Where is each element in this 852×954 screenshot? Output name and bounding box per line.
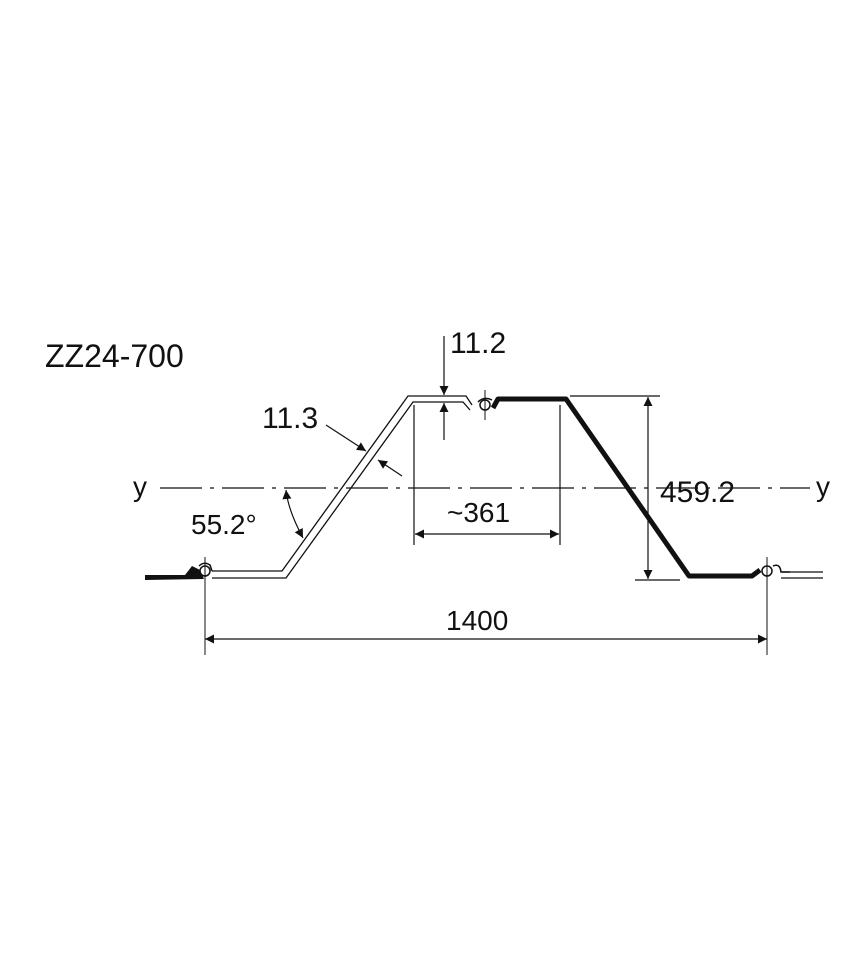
web-angle-dimension	[282, 489, 304, 539]
width-dimension-label: 1400	[446, 605, 508, 636]
axis-label-left: y	[133, 471, 147, 502]
right-pile-section	[490, 396, 762, 579]
flange-thickness-label: 11.2	[450, 327, 506, 360]
axis-label-right: y	[816, 471, 830, 502]
left-pile-stub	[145, 566, 204, 580]
flange-dimension-label: ~361	[447, 497, 510, 528]
profile-title: ZZ24-700	[45, 338, 184, 374]
height-dimension-line	[570, 395, 680, 581]
web-thickness-label: 11.3	[262, 402, 318, 435]
left-pile-section	[212, 395, 473, 579]
web-thickness-dimension	[325, 424, 403, 477]
height-dimension-label: 459.2	[660, 476, 735, 509]
flange-dimension-line	[413, 405, 561, 545]
web-angle-label: 55.2°	[191, 509, 257, 540]
right-interlock	[761, 564, 790, 577]
right-neighbor-stub	[781, 571, 823, 579]
